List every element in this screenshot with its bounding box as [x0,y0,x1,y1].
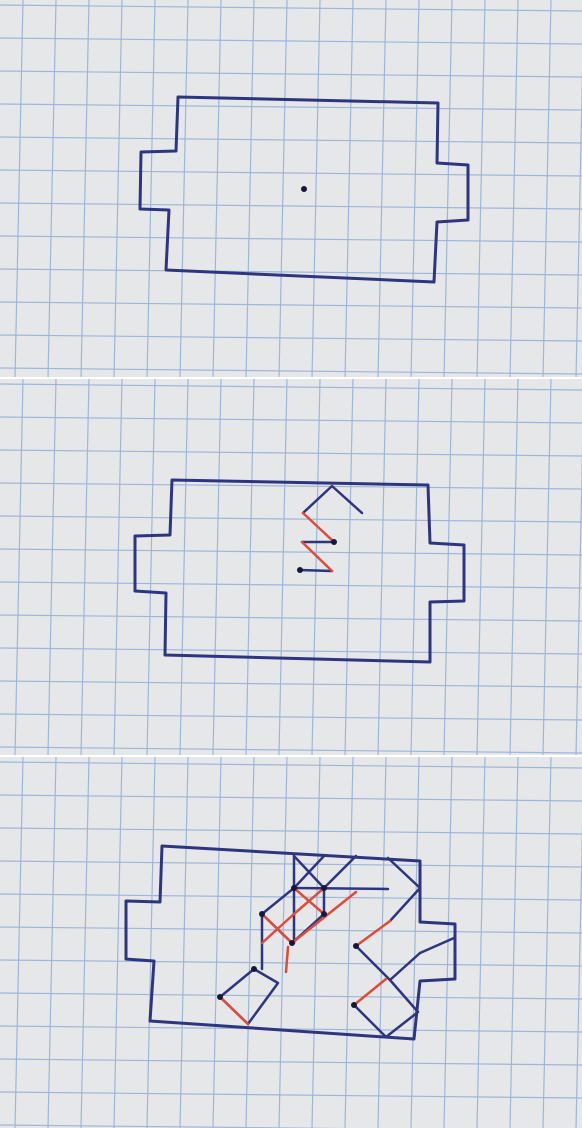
sketch-photo-3 [0,757,582,1128]
panel-full-pattern [0,757,582,1128]
sketch-photo-1 [0,0,582,378]
sketch-photo-2 [0,379,582,755]
center-dot [301,186,307,192]
panel-outline-only [0,0,582,378]
panel-zigzag-start [0,379,582,755]
